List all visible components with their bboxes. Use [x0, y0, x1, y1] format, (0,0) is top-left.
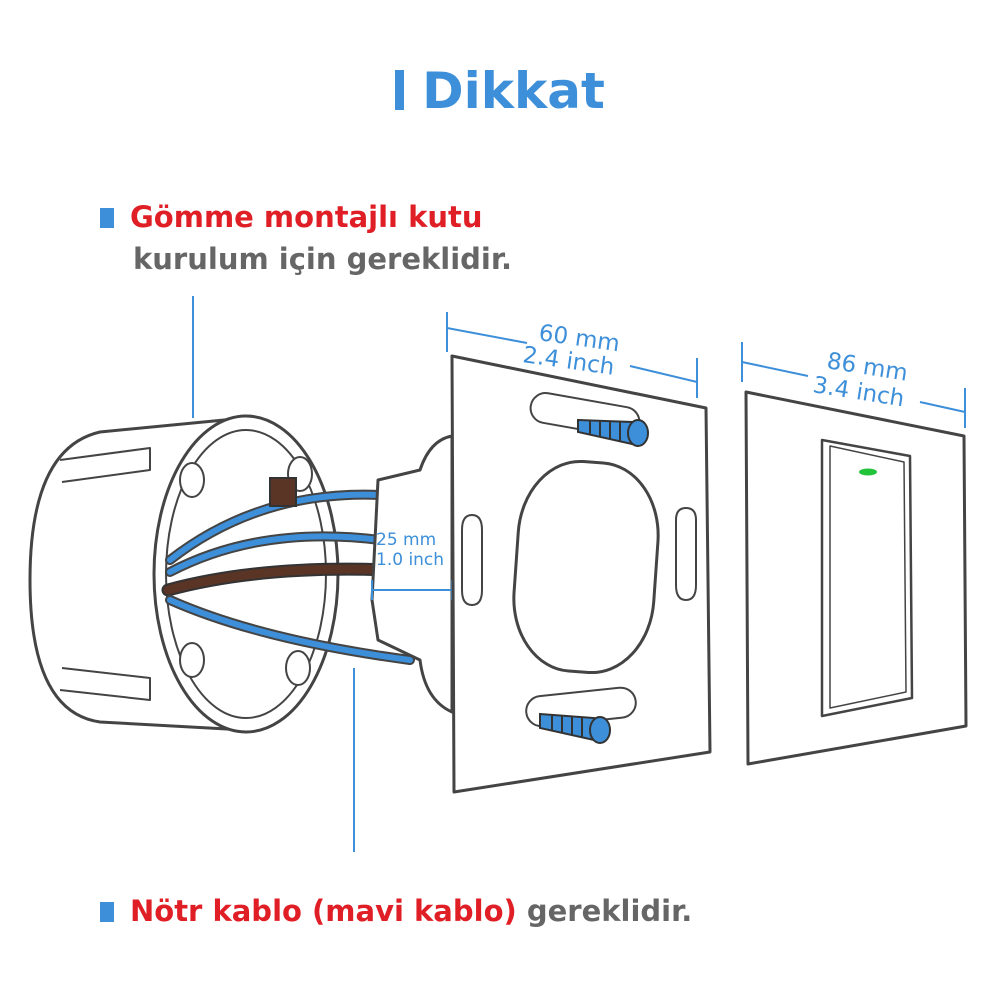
depth-dimension: 25 mm 1.0 inch — [371, 530, 453, 600]
neutral-wire-highlight: Nötr kablo (mavi kablo) — [130, 894, 517, 928]
mounting-box-note: Gömme montajlı kutu kurulum için gerekli… — [100, 196, 512, 280]
depth-inch-label: 1.0 inch — [376, 550, 444, 570]
wire-clamp — [269, 477, 297, 507]
screw-bottom — [539, 712, 611, 744]
bullet-square-icon — [100, 902, 114, 922]
mounting-box-note-rest: kurulum için gereklidir. — [133, 242, 513, 276]
wires — [161, 477, 415, 665]
mounting-frame — [450, 354, 712, 794]
front-panel — [744, 390, 968, 766]
depth-mm-label: 25 mm — [376, 530, 436, 550]
page-title: Dikkat — [0, 62, 1000, 120]
neutral-wire-note-rest: gereklidir. — [516, 894, 693, 928]
neutral-wire-note: Nötr kablo (mavi kablo) gereklidir. — [100, 890, 692, 932]
screw-top — [577, 418, 649, 447]
led-indicator-icon — [859, 468, 877, 476]
mounting-box-highlight: Gömme montajlı kutu — [130, 200, 483, 234]
title-text: Dikkat — [422, 62, 605, 120]
bullet-square-icon — [100, 208, 114, 228]
switch-module — [370, 434, 454, 714]
panel-dimension: 86 mm 3.4 inch — [741, 342, 966, 428]
title-accent-bar — [395, 70, 405, 110]
